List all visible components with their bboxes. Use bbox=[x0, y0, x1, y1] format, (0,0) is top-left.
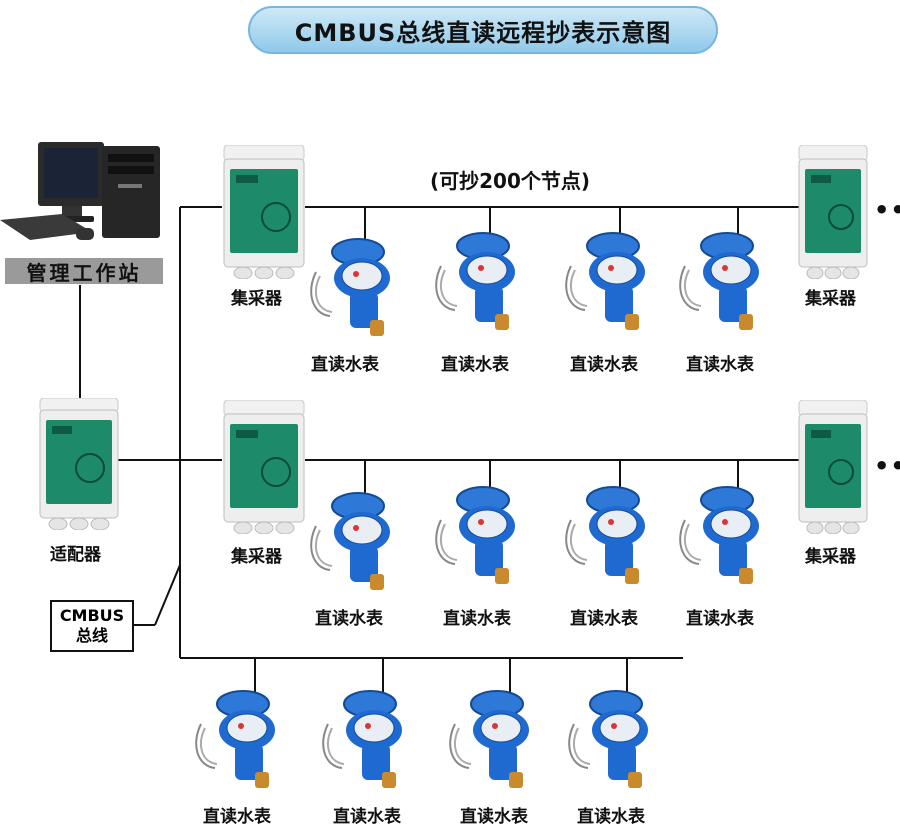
bus-label-line1: CMBUS bbox=[59, 606, 125, 625]
water-meter-icon bbox=[310, 492, 390, 590]
computer-icon bbox=[0, 142, 160, 240]
meter-label: 直读水表 bbox=[311, 355, 379, 375]
diagram-title: CMBUS总线直读远程抄表示意图 bbox=[248, 6, 718, 54]
collector-label: 集采器 bbox=[231, 289, 282, 309]
meter-label: 直读水表 bbox=[686, 355, 754, 375]
more-nodes-ellipsis: ••• bbox=[874, 452, 900, 480]
meter-label: 直读水表 bbox=[577, 807, 645, 827]
collector-label: 集采器 bbox=[805, 547, 856, 567]
meter-label: 直读水表 bbox=[686, 609, 754, 629]
water-meter-icon bbox=[435, 232, 515, 330]
meter-label: 直读水表 bbox=[460, 807, 528, 827]
meter-label: 直读水表 bbox=[315, 609, 383, 629]
meter-label: 直读水表 bbox=[443, 609, 511, 629]
collector-device bbox=[223, 145, 305, 279]
cmbus-bus-label: CMBUS 总线 bbox=[50, 600, 134, 652]
water-meter-icon bbox=[565, 486, 645, 584]
adapter-label: 适配器 bbox=[50, 545, 101, 565]
water-meter-icon bbox=[322, 690, 402, 788]
meter-label: 直读水表 bbox=[441, 355, 509, 375]
workstation-label: 管理工作站 bbox=[5, 258, 163, 285]
meter-label: 直读水表 bbox=[333, 807, 401, 827]
water-meter-icon bbox=[679, 486, 759, 584]
collector-device bbox=[798, 400, 868, 534]
collector-label: 集采器 bbox=[231, 547, 282, 567]
collector-device bbox=[798, 145, 868, 279]
meter-label: 直读水表 bbox=[570, 609, 638, 629]
meter-label: 直读水表 bbox=[203, 807, 271, 827]
collector-label: 集采器 bbox=[805, 289, 856, 309]
water-meter-icon bbox=[568, 690, 648, 788]
water-meter-icon bbox=[565, 232, 645, 330]
adapter-device bbox=[39, 398, 119, 530]
collector-device bbox=[223, 400, 305, 534]
water-meter-icon bbox=[195, 690, 275, 788]
node-capacity-caption: (可抄200个节点) bbox=[430, 169, 591, 193]
meter-label: 直读水表 bbox=[570, 355, 638, 375]
water-meter-icon bbox=[679, 232, 759, 330]
water-meter-icon bbox=[435, 486, 515, 584]
more-nodes-ellipsis: ••• bbox=[874, 196, 900, 224]
water-meter-icon bbox=[310, 238, 390, 336]
bus-label-line2: 总线 bbox=[75, 626, 108, 645]
water-meter-icon bbox=[449, 690, 529, 788]
